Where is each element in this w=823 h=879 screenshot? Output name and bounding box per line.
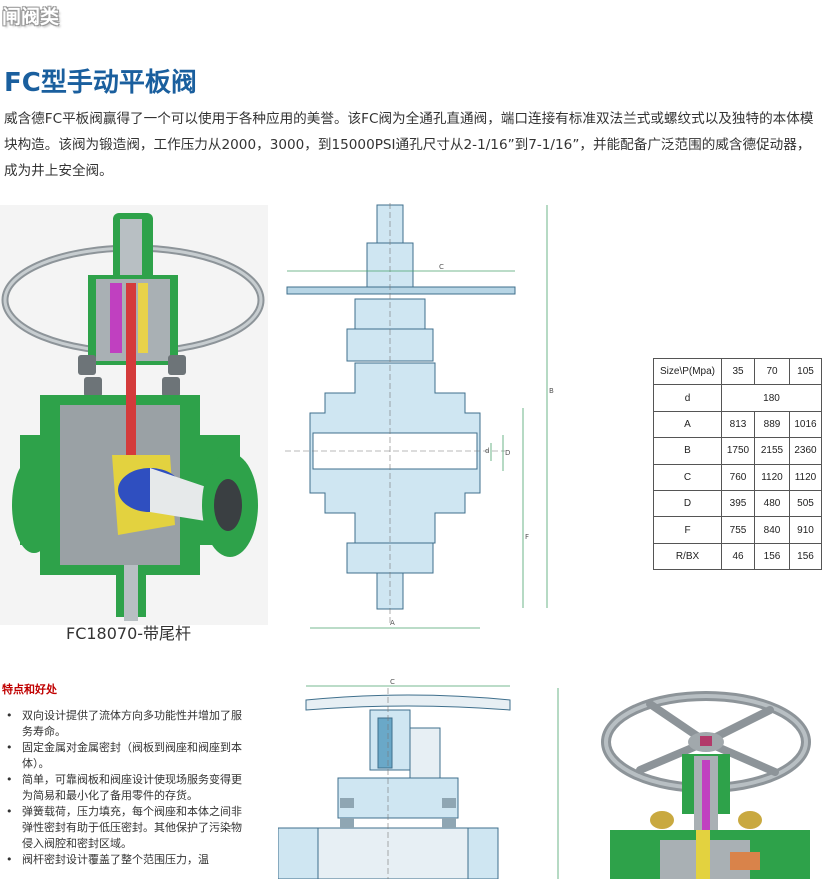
table-row: A 813 889 1016 xyxy=(653,410,822,439)
list-item-text: 双向设计提供了流体方向多功能性并增加了服务寿命。 xyxy=(22,709,242,738)
spec-table: Size\P(Mpa) 35 70 105 d 180 A 813 889 10… xyxy=(653,357,822,571)
table-cell: 180 xyxy=(721,384,822,412)
table-cell: 910 xyxy=(789,516,822,544)
list-item-text: 弹簧载荷，压力填充，每个阀座和本体之间非弹性密封有助于低压密封。其他保护了污染物… xyxy=(22,805,242,850)
table-cell: 156 xyxy=(789,542,822,571)
table-cell: 480 xyxy=(754,489,790,518)
table-row: B 1750 2155 2360 xyxy=(653,437,822,465)
category-label: 闸阀类 xyxy=(2,6,60,28)
table-row: d 180 xyxy=(653,384,822,412)
table-cell: 889 xyxy=(754,410,790,439)
table-cell: 2155 xyxy=(754,437,790,465)
page-title: FC型手动平板阀 xyxy=(4,68,197,98)
table-row-label: F xyxy=(653,516,722,544)
dim-label-c: C xyxy=(439,263,444,271)
table-header-cell: 105 xyxy=(789,357,822,386)
table-header-cell: 70 xyxy=(754,357,790,386)
table-row: R/BX 46 156 156 xyxy=(653,542,822,571)
bullet-icon: • xyxy=(6,853,13,866)
table-cell: 840 xyxy=(754,516,790,544)
table-row: F 755 840 910 xyxy=(653,516,822,544)
table-cell: 1120 xyxy=(754,463,790,491)
features-list: • 双向设计提供了流体方向多功能性并增加了服务寿命。 • 固定金属对金属密封（阀板到… xyxy=(6,708,246,868)
dim-label-b: B xyxy=(549,387,554,395)
table-row-label: A xyxy=(653,410,722,439)
photo-caption: FC18070-带尾杆 xyxy=(66,624,192,643)
list-item-text: 简单，可靠阀板和阀座设计使现场服务变得更为简易和最小化了备用零件的存货。 xyxy=(22,773,242,802)
list-item-text: 固定金属对金属密封（阀板到阀座和阀座到本体）。 xyxy=(22,741,242,770)
table-row-label: d xyxy=(653,384,722,412)
features-heading: 特点和好处 xyxy=(2,683,57,696)
valve-handwheel-drawing: C xyxy=(278,678,559,879)
dim-label-c2: C xyxy=(390,678,395,686)
table-row-label: B xyxy=(653,437,722,465)
list-item: • 固定金属对金属密封（阀板到阀座和阀座到本体）。 xyxy=(6,740,246,772)
list-item: • 阀杆密封设计覆盖了整个范围压力，温 xyxy=(6,852,246,868)
table-cell: 1750 xyxy=(721,437,755,465)
valve-cutaway-photo xyxy=(0,205,268,625)
bullet-icon: • xyxy=(6,773,13,786)
table-cell: 505 xyxy=(789,489,822,518)
table-cell: 156 xyxy=(754,542,790,571)
list-item-text: 阀杆密封设计覆盖了整个范围压力，温 xyxy=(22,853,209,866)
table-cell: 395 xyxy=(721,489,755,518)
table-row-label: R/BX xyxy=(653,542,722,571)
valve-handwheel-photo xyxy=(590,680,823,879)
table-row: D 395 480 505 xyxy=(653,489,822,518)
dim-label-f: F xyxy=(525,533,529,541)
table-cell: 2360 xyxy=(789,437,822,465)
table-header-cell: Size\P(Mpa) xyxy=(653,357,722,386)
list-item: • 双向设计提供了流体方向多功能性并增加了服务寿命。 xyxy=(6,708,246,740)
bullet-icon: • xyxy=(6,741,13,754)
table-cell: 755 xyxy=(721,516,755,544)
table-row: C 760 1120 1120 xyxy=(653,463,822,491)
table-row-label: D xyxy=(653,489,722,518)
list-item: • 简单，可靠阀板和阀座设计使现场服务变得更为简易和最小化了备用零件的存货。 xyxy=(6,772,246,804)
bullet-icon: • xyxy=(6,805,13,818)
list-item: • 弹簧载荷，压力填充，每个阀座和本体之间非弹性密封有助于低压密封。其他保护了污染… xyxy=(6,804,246,852)
intro-paragraph: 威含德FC平板阀赢得了一个可以使用于各种应用的美誉。该FC阀为全通孔直通阀，端口… xyxy=(4,111,814,179)
table-header-row: Size\P(Mpa) 35 70 105 xyxy=(653,357,822,386)
table-cell: 1016 xyxy=(789,410,822,439)
table-cell: 813 xyxy=(721,410,755,439)
table-row-label: C xyxy=(653,463,722,491)
table-cell: 46 xyxy=(721,542,755,571)
table-cell: 1120 xyxy=(789,463,822,491)
dim-label-a: A xyxy=(390,619,395,627)
bullet-icon: • xyxy=(6,709,13,722)
valve-section-drawing: B F D d C A xyxy=(285,203,554,629)
table-cell: 760 xyxy=(721,463,755,491)
table-header-cell: 35 xyxy=(721,357,755,386)
dim-label-d: D xyxy=(505,449,510,457)
dim-label-small-d: d xyxy=(485,447,489,455)
